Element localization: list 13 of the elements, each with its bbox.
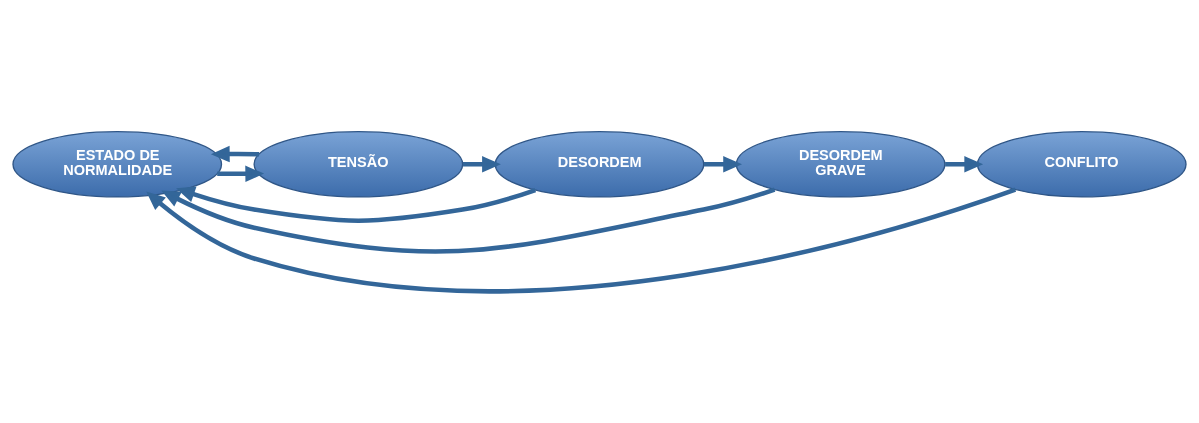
arrow — [210, 145, 260, 163]
arrow — [176, 186, 537, 223]
arrow — [146, 187, 1017, 294]
arrow — [462, 156, 501, 173]
arrow — [217, 165, 265, 182]
node-ellipse: ESTADO DE NORMALIDADE — [12, 130, 223, 198]
arrow — [704, 156, 743, 173]
node-ellipse: CONFLITO — [976, 130, 1187, 198]
arrow — [161, 187, 776, 254]
node-ellipse: DESORDEM — [494, 130, 705, 198]
node-ellipse: TENSÃO — [253, 130, 464, 198]
node-ellipse: DESORDEM GRAVE — [735, 130, 946, 198]
arrow — [945, 156, 984, 173]
